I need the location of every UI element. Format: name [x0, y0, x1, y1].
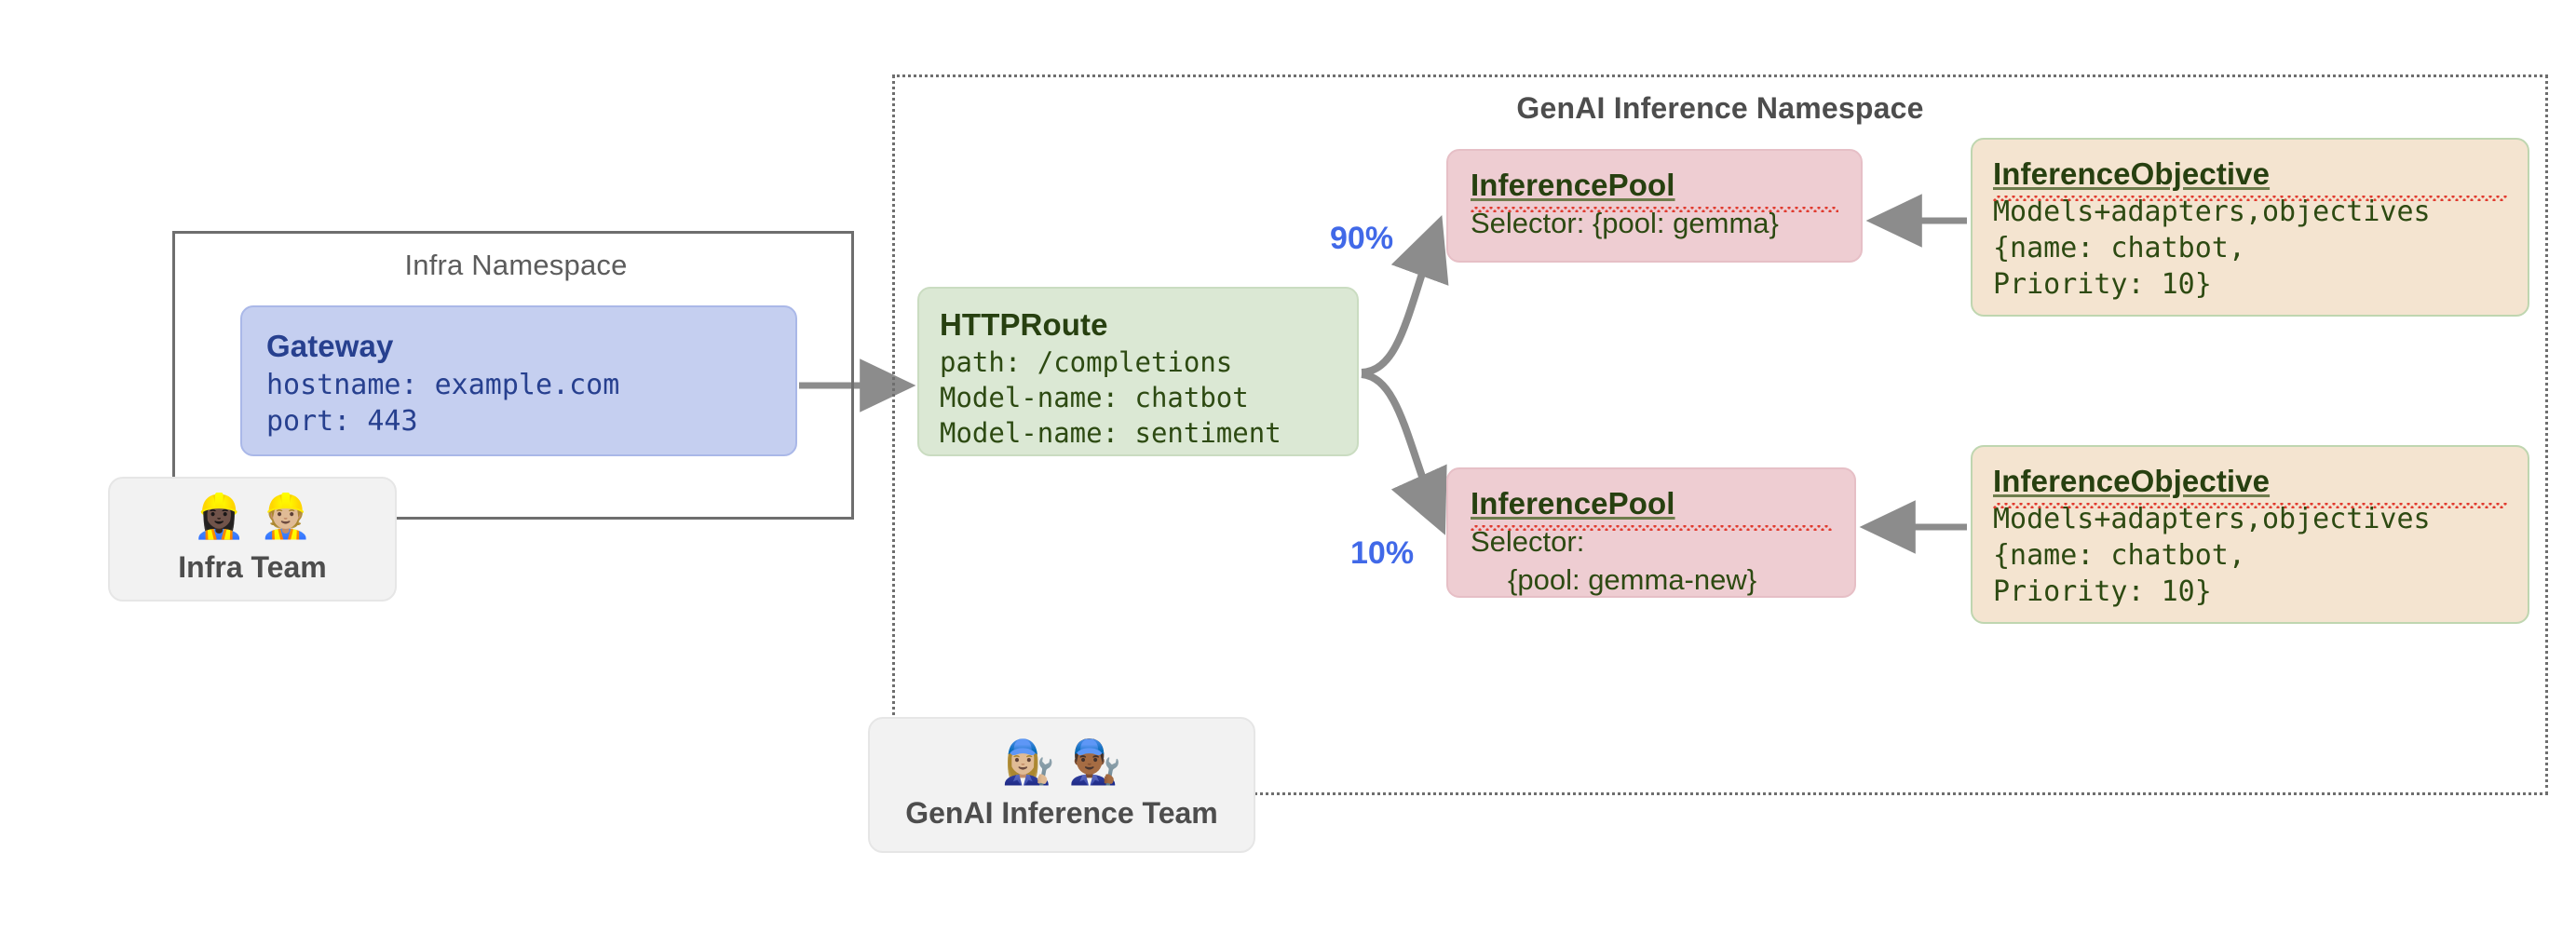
gateway-card[interactable]: Gateway hostname: example.com port: 443 — [240, 305, 797, 456]
inferenceobjective-card-1[interactable]: InferenceObjective Models+adapters,objec… — [1971, 138, 2529, 317]
arrow-httproute-to-pool-gemma-new — [1361, 371, 1447, 535]
httproute-model-name-sentiment: Model-name: sentiment — [940, 416, 1281, 449]
genai-team-chip[interactable]: 👩🏼‍🔧👨🏾‍🔧 GenAI Inference Team — [868, 717, 1255, 853]
infra-team-chip[interactable]: 👷🏿‍♀️👷🏼 Infra Team — [108, 477, 397, 602]
inferencepool-title: InferencePool — [1471, 166, 1838, 213]
infra-team-label: Infra Team — [178, 549, 327, 584]
spellcheck-squiggle-icon — [1993, 502, 2507, 508]
arrow-httproute-to-pool-gemma — [1361, 214, 1449, 376]
spellcheck-squiggle-icon — [1471, 525, 1832, 532]
infra-namespace-container: Infra Namespace — [172, 231, 854, 520]
infra-namespace-title: Infra Namespace — [404, 249, 628, 281]
httproute-model-name-chatbot: Model-name: chatbot — [940, 381, 1249, 413]
inferenceobjective-priority: Priority: 10} — [1993, 267, 2212, 301]
gateway-title: Gateway — [266, 329, 394, 363]
construction-worker-icon: 👷🏿‍♀️👷🏼 — [192, 490, 326, 541]
spellcheck-squiggle-icon — [1471, 207, 1838, 213]
gateway-port: port: 443 — [266, 405, 418, 439]
inferenceobjective-priority: Priority: 10} — [1993, 575, 2212, 608]
mechanic-icon: 👩🏼‍🔧👨🏾‍🔧 — [1001, 736, 1135, 787]
httproute-title: HTTPRoute — [940, 307, 1108, 342]
inferencepool-card-gemma[interactable]: InferencePool Selector: {pool: gemma} — [1446, 149, 1863, 263]
traffic-split-primary-label: 90% — [1330, 221, 1394, 256]
gateway-hostname: hostname: example.com — [266, 368, 620, 401]
inferenceobjective-name: {name: chatbot, — [1993, 231, 2245, 264]
spellcheck-squiggle-icon — [1993, 195, 2507, 201]
httproute-card[interactable]: HTTPRoute path: /completions Model-name:… — [917, 287, 1359, 456]
inferencepool-card-gemma-new[interactable]: InferencePool Selector: {pool: gemma-new… — [1446, 467, 1856, 598]
inferencepool-title: InferencePool — [1471, 484, 1832, 532]
genai-namespace-container — [892, 74, 2548, 795]
httproute-path: path: /completions — [940, 345, 1233, 378]
genai-namespace-title: GenAI Inference Namespace — [1516, 91, 1924, 125]
inferenceobjective-title: InferenceObjective — [1993, 462, 2507, 508]
inferencepool-selector-value: {pool: gemma-new} — [1508, 562, 1757, 596]
inferenceobjective-title: InferenceObjective — [1993, 155, 2507, 201]
traffic-split-canary-label: 10% — [1350, 535, 1415, 571]
inferenceobjective-card-2[interactable]: InferenceObjective Models+adapters,objec… — [1971, 445, 2529, 624]
genai-team-label: GenAI Inference Team — [905, 795, 1218, 830]
inferenceobjective-name: {name: chatbot, — [1993, 538, 2245, 572]
